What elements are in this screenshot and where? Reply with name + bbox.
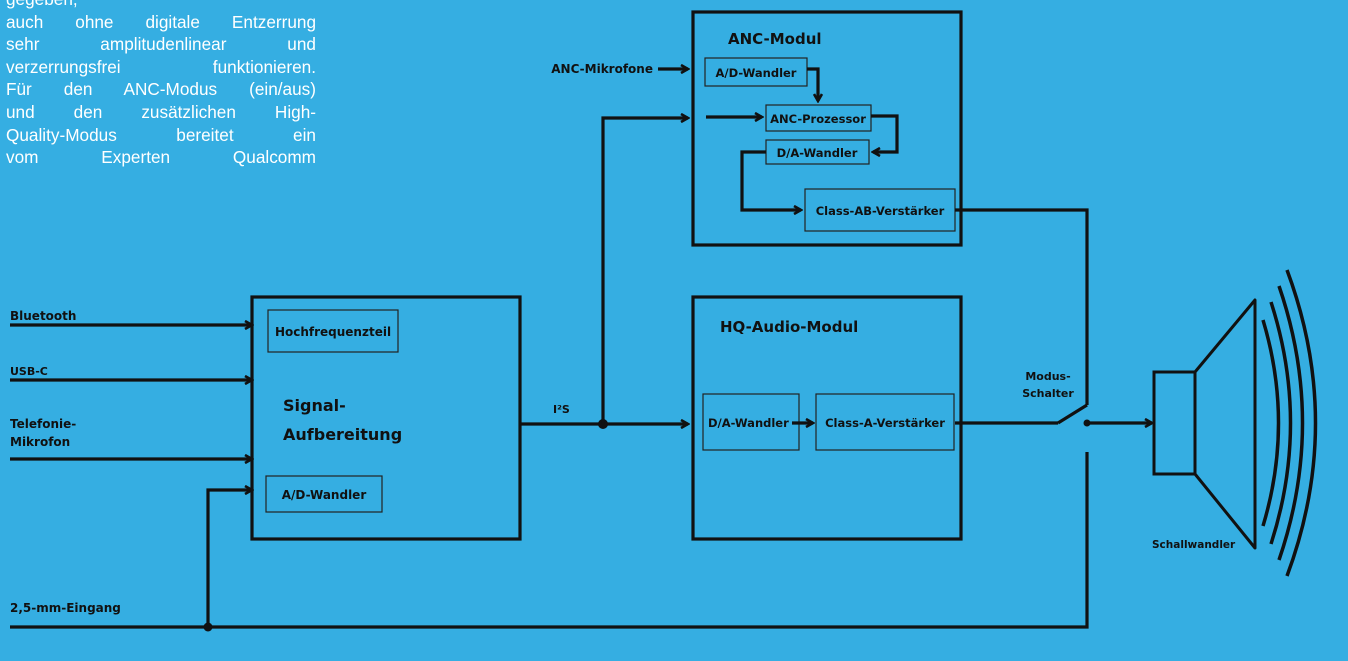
hq-amp-box <box>815 393 955 451</box>
i2s-to-anc-line <box>601 118 688 424</box>
anc-title: ANC-Modul <box>728 30 822 48</box>
anc-da-to-amp <box>740 150 801 210</box>
transducer-label: Schallwandler <box>1152 539 1236 551</box>
anc-output-line <box>955 208 1089 405</box>
usb-c-label: USB-C <box>10 365 48 378</box>
sound-wave-icon <box>1269 301 1293 545</box>
anc-ad-to-proc <box>807 67 818 101</box>
signal-title-2: Aufbereitung <box>283 425 402 444</box>
hf-label: Hochfrequenzteil <box>275 325 391 339</box>
article-line: Für den ANC-Modus (ein/aus) <box>6 79 316 100</box>
bluetooth-label: Bluetooth <box>10 309 76 323</box>
signal-block <box>250 295 522 541</box>
article-line: vom Experten Qualcomm <box>6 147 316 168</box>
sound-wave-icon <box>1277 285 1305 561</box>
klinke-label: 2,5-mm-Eingang <box>10 601 121 615</box>
sound-wave-icon <box>1285 269 1318 577</box>
anc-amp-label: Class-AB-Verstärker <box>816 204 945 218</box>
sound-wave-icon <box>1261 319 1281 527</box>
hq-title: HQ-Audio-Modul <box>720 318 858 336</box>
anc-proc-label: ANC-Prozessor <box>770 112 866 126</box>
article-line: verzerrungsfrei funktionieren. <box>6 56 316 77</box>
telefonie-label-2: Mikrofon <box>10 435 70 449</box>
anc-ad-label: A/D-Wandler <box>716 66 797 80</box>
hf-box <box>267 309 399 353</box>
switch-lever <box>1057 403 1088 425</box>
article-text: gegeben, auch ohne digitale Entzerrung s… <box>6 0 316 169</box>
hq-module <box>691 295 963 541</box>
ad-label: A/D-Wandler <box>282 488 367 502</box>
klinke-to-ad-line <box>206 490 252 627</box>
anc-proc-to-da <box>871 114 899 152</box>
speaker-magnet <box>1152 370 1197 476</box>
article-line: gegeben, <box>6 0 316 11</box>
junction-dot <box>203 622 213 632</box>
hq-amp-label: Class-A-Verstärker <box>825 416 945 430</box>
anc-module <box>691 10 963 247</box>
anc-mic-label: ANC-Mikrofone <box>551 62 653 76</box>
anc-ad-box <box>704 57 808 87</box>
anc-da-label: D/A-Wandler <box>777 146 858 160</box>
signal-title-1: Signal- <box>283 396 346 415</box>
article-line: und den zusätzlichen High- <box>6 101 316 122</box>
anc-proc-box <box>765 104 872 132</box>
switch-label-2: Schalter <box>1022 387 1074 400</box>
ad-box <box>265 475 383 513</box>
telefonie-label-1: Telefonie- <box>10 417 76 431</box>
klinke-bypass-line <box>10 452 1089 629</box>
hq-da-label: D/A-Wandler <box>708 416 789 430</box>
i2s-label: I²S <box>553 403 570 416</box>
article-line: sehr amplitudenlinear und <box>6 34 316 55</box>
article-line: Quality-Modus bereitet ein <box>6 124 316 145</box>
article-line: auch ohne digitale Entzerrung <box>6 11 316 32</box>
speaker-cone <box>1193 298 1257 550</box>
switch-label-1: Modus- <box>1025 370 1070 383</box>
